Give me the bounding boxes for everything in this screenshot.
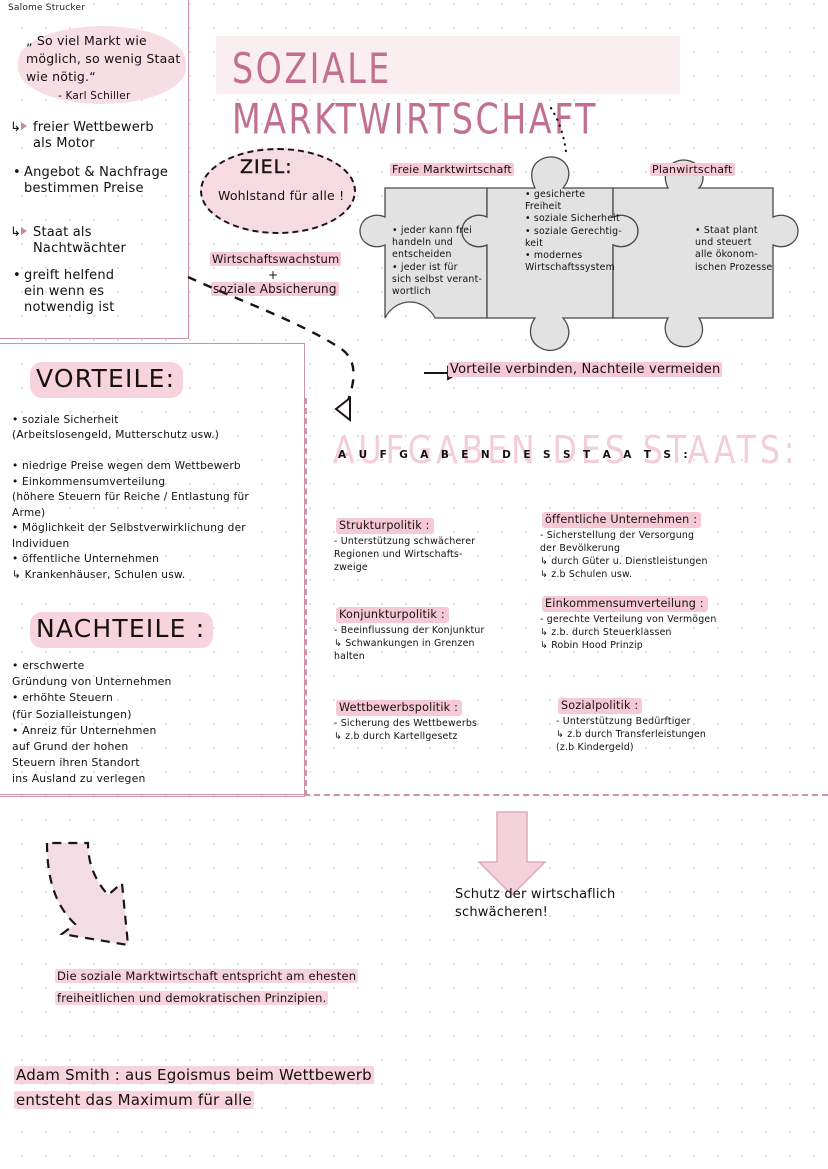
aufgaben-cell-body-konjunkturpolitik: - Beeinflussung der Konjunktur ↳ Schwank… [334, 625, 485, 662]
conclusion-highlighted: Die soziale Marktwirtschaft entspricht a… [55, 969, 359, 1006]
title-highlight-band [216, 36, 680, 94]
left-bullet-2: •greift helfend ein wenn es notwendig is… [13, 268, 115, 315]
puzzle-text-left: • jeder kann frei handeln und entscheide… [392, 225, 483, 298]
dashed-down-arrow [45, 841, 130, 947]
vorteile-heading: VORTEILE: [30, 362, 184, 398]
wachstum-plus: + [268, 268, 279, 282]
left-top-box-border [0, 0, 189, 339]
aufgaben-cell-body-wettbewerbspolitik: - Sicherung des Wettbewerbs ↳ z.b durch … [334, 718, 478, 742]
quote-text: „ So viel Markt wie möglich, so wenig St… [26, 33, 181, 84]
quote-bubble [18, 26, 186, 104]
aufgaben-cell-title-konjunkturpolitik: Konjunkturpolitik : [336, 607, 449, 623]
puzzle-text-right: • Staat plant und steuert alle ökonom- i… [695, 225, 773, 273]
aufgaben-cell-body-einkommensumverteilung: - gerechte Verteilung von Vermögen ↳ z.b… [540, 614, 717, 651]
schutz-note: Schutz der wirtschaflich schwächeren! [455, 887, 616, 920]
hook-arrow-1: ↳ [10, 120, 27, 135]
bullet-dot: • [13, 165, 21, 180]
ziel-label: ZIEL: [240, 156, 293, 178]
puzzle-label-freie-marktwirtschaft: Freie Marktwirtschaft [390, 163, 514, 176]
left-bullet-1: •Angebot & Nachfrage bestimmen Preise [13, 165, 169, 196]
aufgaben-cell-title-strukturpolitik: Strukturpolitik : [336, 518, 434, 534]
hook-arrow-2: ↳ [10, 225, 27, 240]
separator-dashed-vertical [305, 398, 307, 796]
quote-author: - Karl Schiller [58, 90, 131, 102]
aufgaben-cell-title-sozialpolitik: Sozialpolitik : [558, 698, 643, 714]
bullet-dot: • [13, 268, 21, 283]
aufgaben-heading: A U F G A B E N D E S S T A A T S : [338, 449, 693, 461]
aufgaben-heading-ghost: AUFGABEN DES STAATS: [333, 429, 799, 474]
left-hook-label-1: freier Wettbewerb als Motor [33, 120, 154, 151]
separator-dashed-horizontal [304, 794, 828, 796]
aufgaben-cell-body-oeffentliche-unternehmen: - Sicherstellung der Versorgung der Bevö… [540, 530, 708, 580]
nachteile-heading: NACHTEILE : [30, 612, 214, 648]
vorteile-list: • soziale Sicherheit (Arbeitslosengeld, … [12, 414, 249, 581]
aufgaben-cell-title-oeffentliche-unternehmen: öffentliche Unternehmen : [542, 512, 702, 528]
solid-down-arrow [477, 811, 547, 897]
triangle-icon [20, 122, 27, 130]
arrow-head-open [334, 395, 351, 423]
aufgaben-cell-title-wettbewerbspolitik: Wettbewerbspolitik : [336, 700, 463, 716]
adam-smith-note: Adam Smith : aus Egoismus beim Wettbewer… [14, 1066, 374, 1110]
separator-solid [0, 794, 304, 795]
wachstum-line-1: Wirtschaftswachstum [210, 252, 342, 266]
left-main-box-border [0, 343, 305, 797]
ziel-subtext: Wohlstand für alle ! [218, 188, 345, 203]
ziel-bubble [200, 148, 356, 234]
nachteile-list: • erschwerte Gründung von Unternehmen • … [12, 659, 172, 786]
author-name: Salome Strucker [8, 3, 86, 13]
puzzle-text-middle: • gesicherte Freiheit • soziale Sicherhe… [525, 189, 622, 274]
aufgaben-cell-title-einkommensumverteilung: Einkommensumverteilung : [542, 596, 708, 612]
page-title: SOZIALE MARKTWIRTSCHAFT [232, 45, 598, 144]
connect-note-text: Vorteile verbinden, Nachteile vermeiden [448, 362, 723, 377]
aufgaben-cell-body-sozialpolitik: - Unterstützung Bedürftiger ↳ z.b durch … [556, 716, 707, 753]
aufgaben-cell-body-strukturpolitik: - Unterstützung schwächerer Regionen und… [334, 536, 476, 573]
left-hook-label-2: Staat als Nachtwächter [33, 225, 127, 256]
wachstum-line-2: soziale Absicherung [211, 282, 339, 296]
triangle-icon [20, 227, 27, 235]
puzzle-label-planwirtschaft: Planwirtschaft [650, 163, 735, 176]
